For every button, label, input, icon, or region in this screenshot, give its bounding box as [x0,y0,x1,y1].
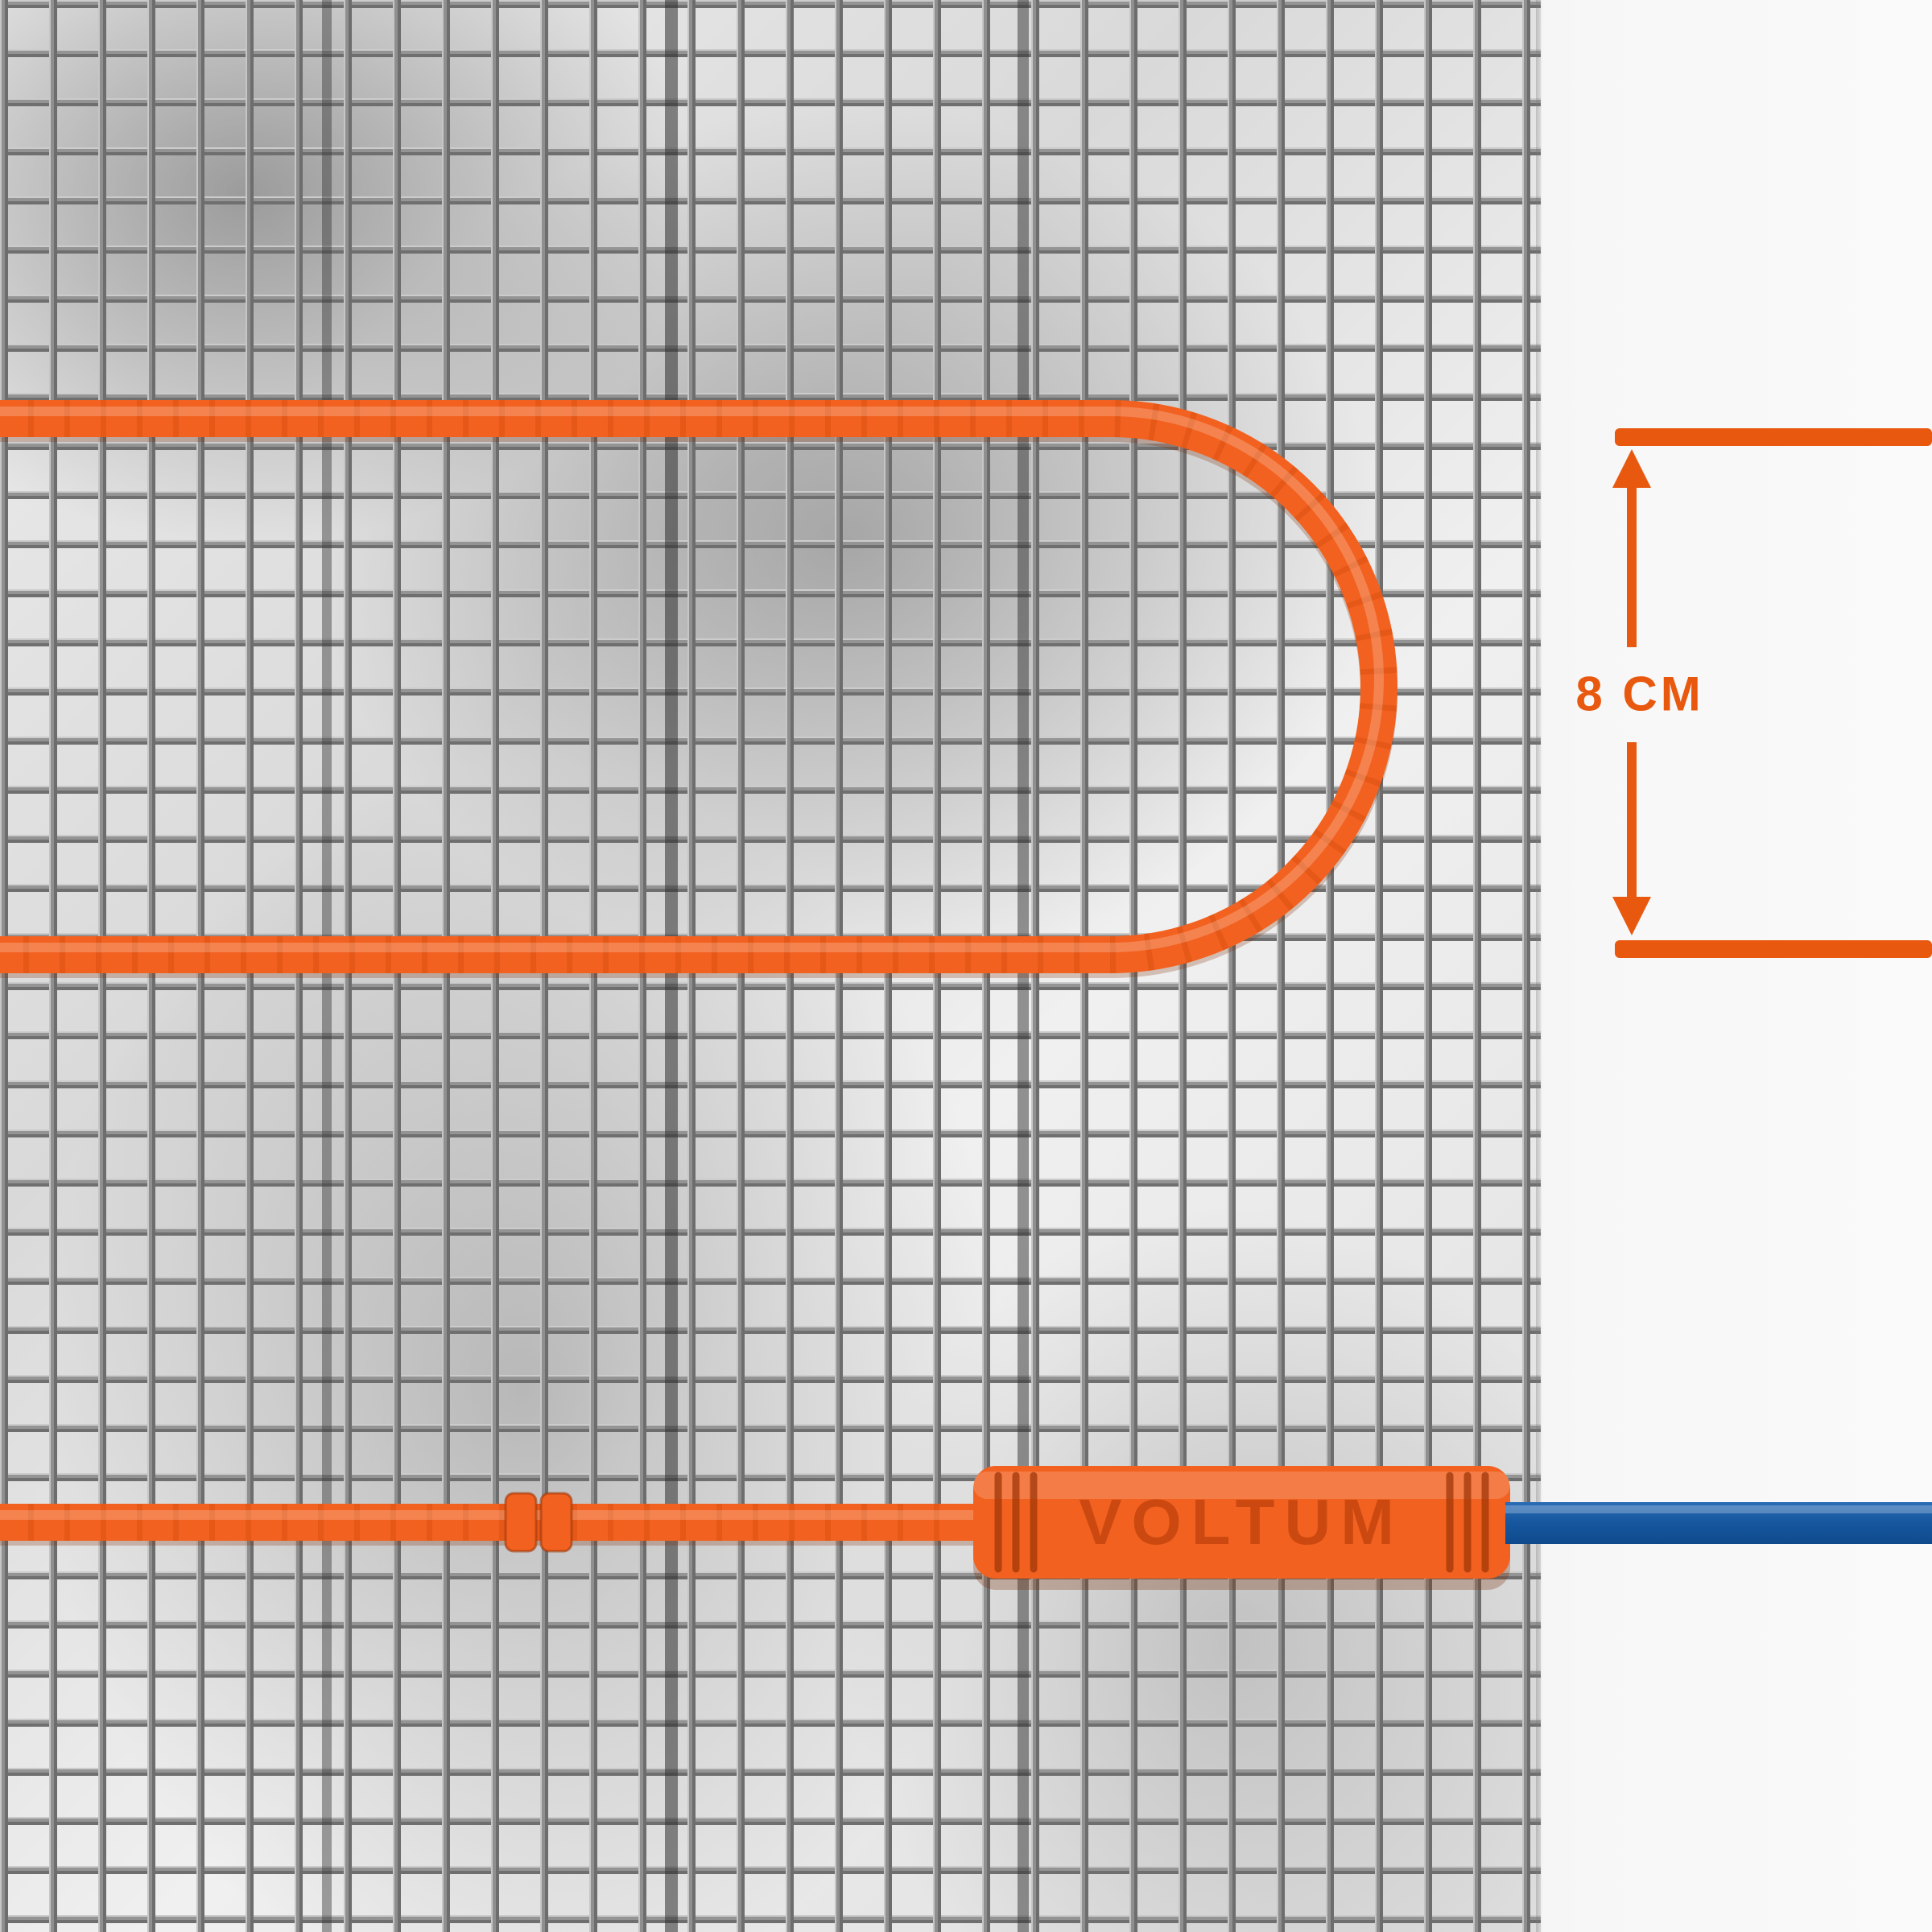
brand-label: VOLTUM [1079,1486,1404,1558]
dimension-line-lower [1627,742,1637,897]
mesh-right-edge [1536,0,1542,1932]
cold-lead-highlight [1505,1505,1932,1513]
cable-highlight [0,407,1384,952]
cable-spiral-wrap-texture [0,400,1397,973]
heating-cable-loop [0,400,1397,978]
heating-cable [0,400,1397,973]
cold-lead-cable [1505,1502,1932,1544]
dimension-top-bar [1615,428,1932,446]
cable-splice-clip [504,1492,573,1553]
dimension-line-upper [1627,486,1637,647]
cold-lead-cable-body [1505,1502,1932,1544]
power-connector: VOLTUM [973,1466,1510,1590]
dimension-arrow-up [1612,449,1651,488]
cable-shadow [0,405,1397,978]
dimension-bottom-bar [1615,940,1932,958]
connector-top-highlight [973,1472,1510,1499]
dimension-label: 8 CM [1575,667,1704,721]
clip-left-half [504,1492,538,1553]
lower-cable-run [0,1492,998,1553]
dimension-arrow-down [1612,897,1651,935]
spacing-dimension-bracket [1612,428,1932,958]
connector-body [973,1466,1510,1579]
clip-right-half [539,1492,573,1553]
